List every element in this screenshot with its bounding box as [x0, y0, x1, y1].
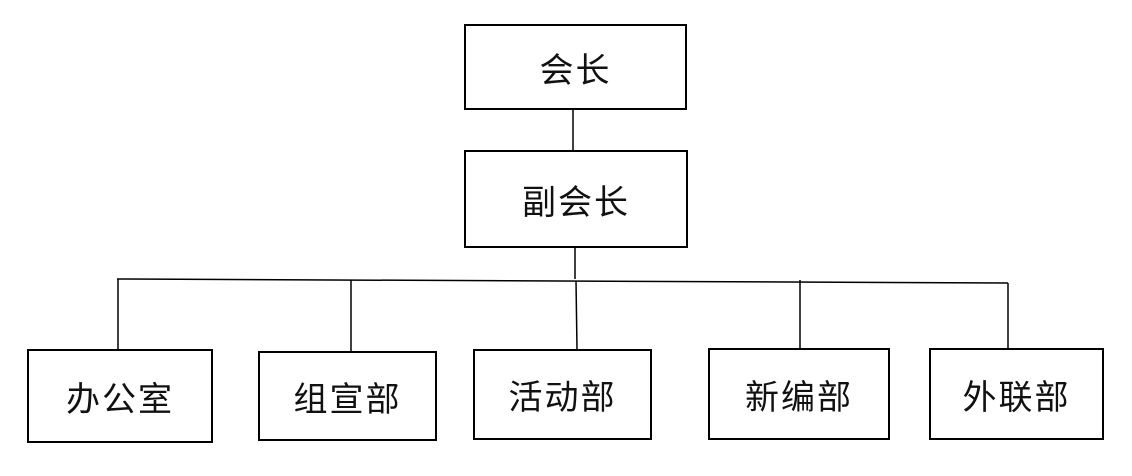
node-organization-publicity-label: 组宣部 [293, 379, 402, 420]
node-new-editorial: 新编部 [708, 348, 890, 440]
node-vice-president: 副会长 [464, 150, 688, 248]
node-vice-president-label: 副会长 [522, 182, 630, 223]
connector-horizontal-bus [116, 278, 1009, 284]
connector-activities [575, 280, 578, 350]
node-external-relations-label: 外联部 [962, 377, 1071, 418]
node-president-label: 会长 [539, 50, 612, 91]
node-president: 会长 [464, 24, 687, 110]
node-external-relations: 外联部 [929, 348, 1104, 440]
node-organization-publicity: 组宣部 [258, 351, 437, 441]
node-office-label: 办公室 [66, 379, 174, 420]
node-activities-label: 活动部 [508, 378, 617, 418]
node-activities: 活动部 [473, 349, 652, 440]
node-new-editorial-label: 新编部 [745, 377, 853, 418]
node-office: 办公室 [27, 349, 213, 443]
